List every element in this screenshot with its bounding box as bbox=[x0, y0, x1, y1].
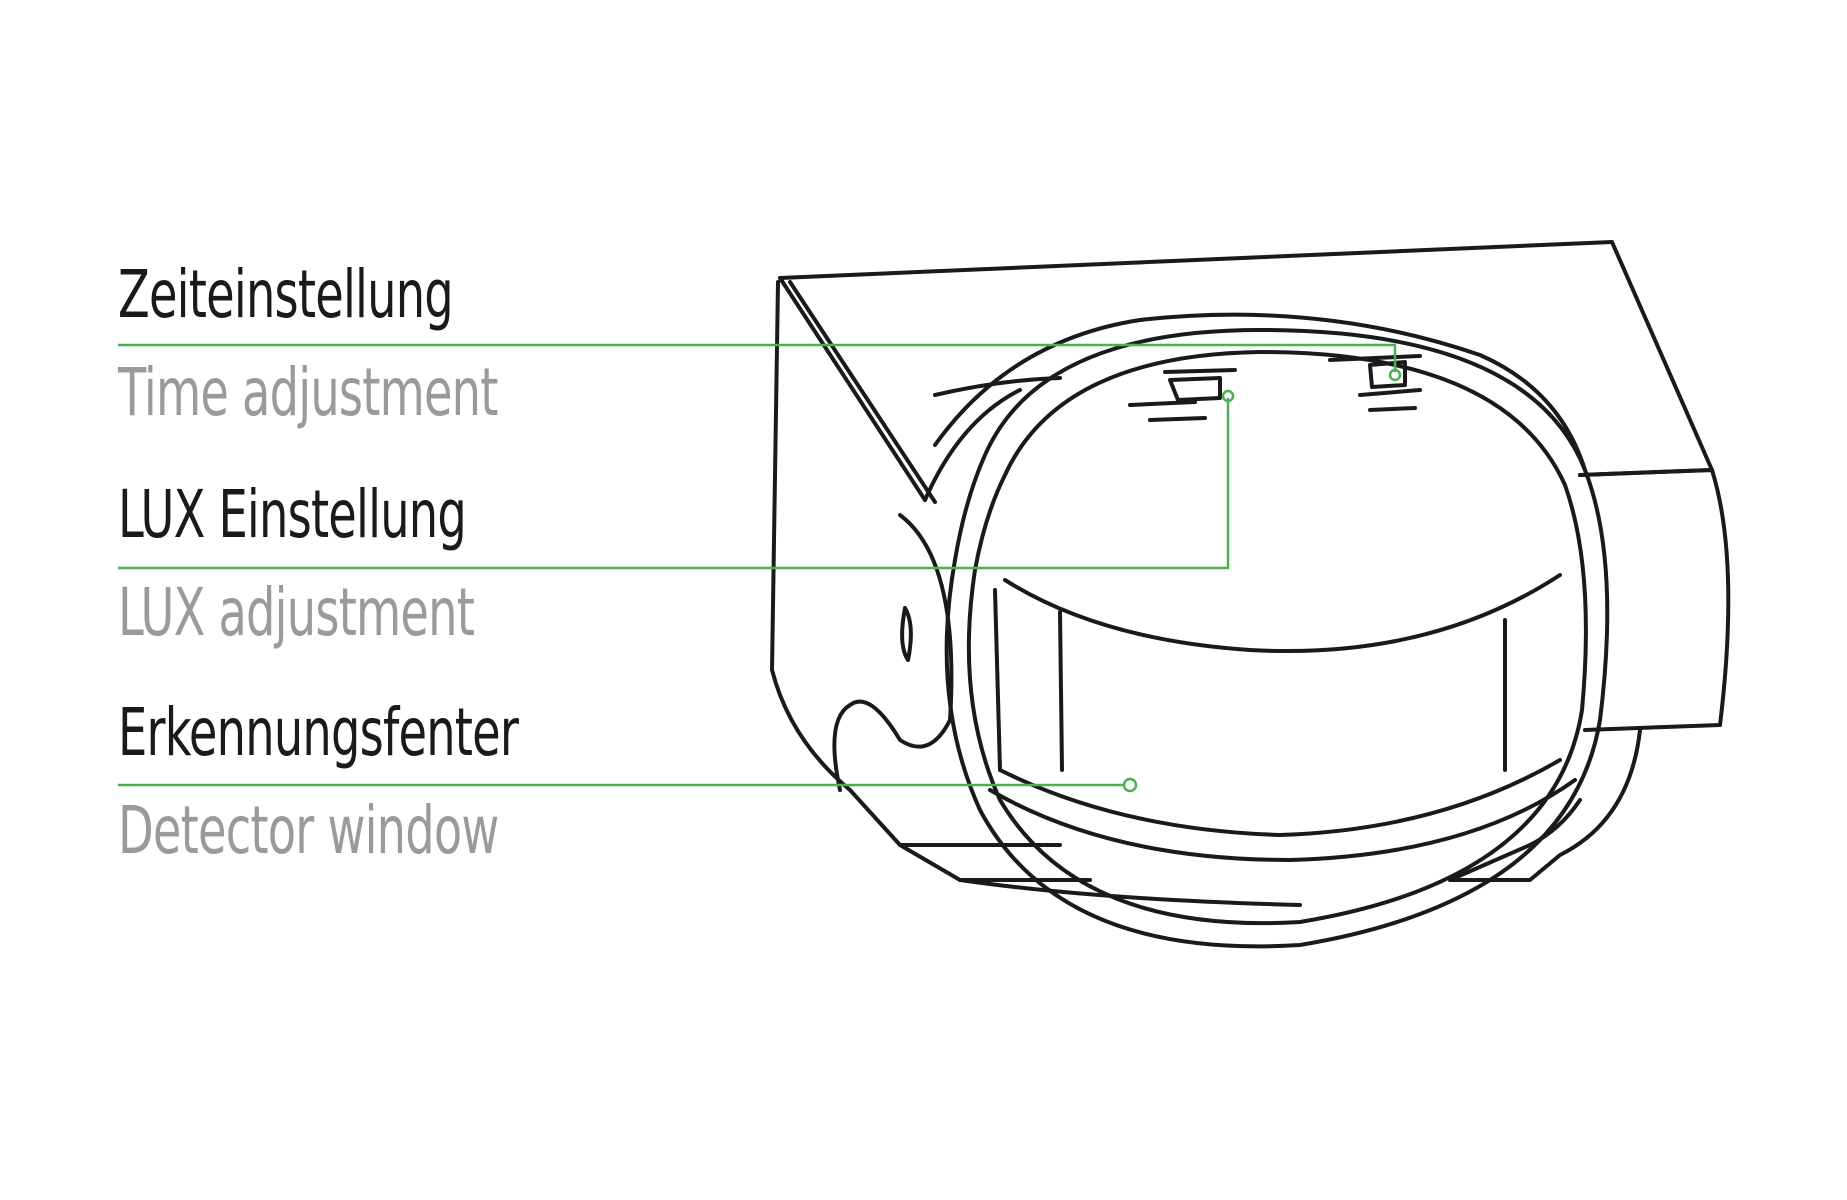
time-knob bbox=[1128, 368, 1237, 422]
housing-left-notch bbox=[832, 513, 954, 792]
leader-lux bbox=[118, 398, 1230, 570]
leader-time bbox=[118, 343, 1397, 372]
leader-detector-dot bbox=[1122, 777, 1138, 793]
dome-upper-edge bbox=[933, 312, 1587, 472]
housing-right-side bbox=[1578, 468, 1731, 732]
detector-window-lower-rim bbox=[988, 778, 1577, 862]
housing-top-bevel bbox=[770, 276, 937, 672]
housing-left-slot bbox=[900, 606, 913, 662]
dome-outer-ring bbox=[944, 328, 1610, 949]
label-detector-german: Erkennungsfenter bbox=[118, 694, 519, 771]
lux-knob bbox=[1328, 354, 1422, 412]
detector-window-top bbox=[1003, 573, 1562, 654]
leader-time-dot bbox=[1388, 368, 1402, 382]
housing-left-side bbox=[770, 668, 1092, 882]
dome-upper-edge-2 bbox=[923, 376, 1062, 502]
housing-right-lower bbox=[1448, 728, 1642, 882]
label-lux-english: LUX adjustment bbox=[118, 574, 475, 651]
dome-inner-ring bbox=[966, 350, 1588, 926]
label-detector-english: Detector window bbox=[118, 792, 499, 869]
label-lux-german: LUX Einstellung bbox=[118, 476, 467, 553]
detector-window-side-left bbox=[993, 588, 1064, 772]
label-time-german: Zeiteinstellung bbox=[118, 256, 454, 333]
leader-lux-dot bbox=[1221, 389, 1235, 403]
label-time-english: Time adjustment bbox=[118, 354, 498, 431]
housing-base bbox=[898, 798, 1582, 907]
detector-window-bottom bbox=[998, 758, 1562, 837]
